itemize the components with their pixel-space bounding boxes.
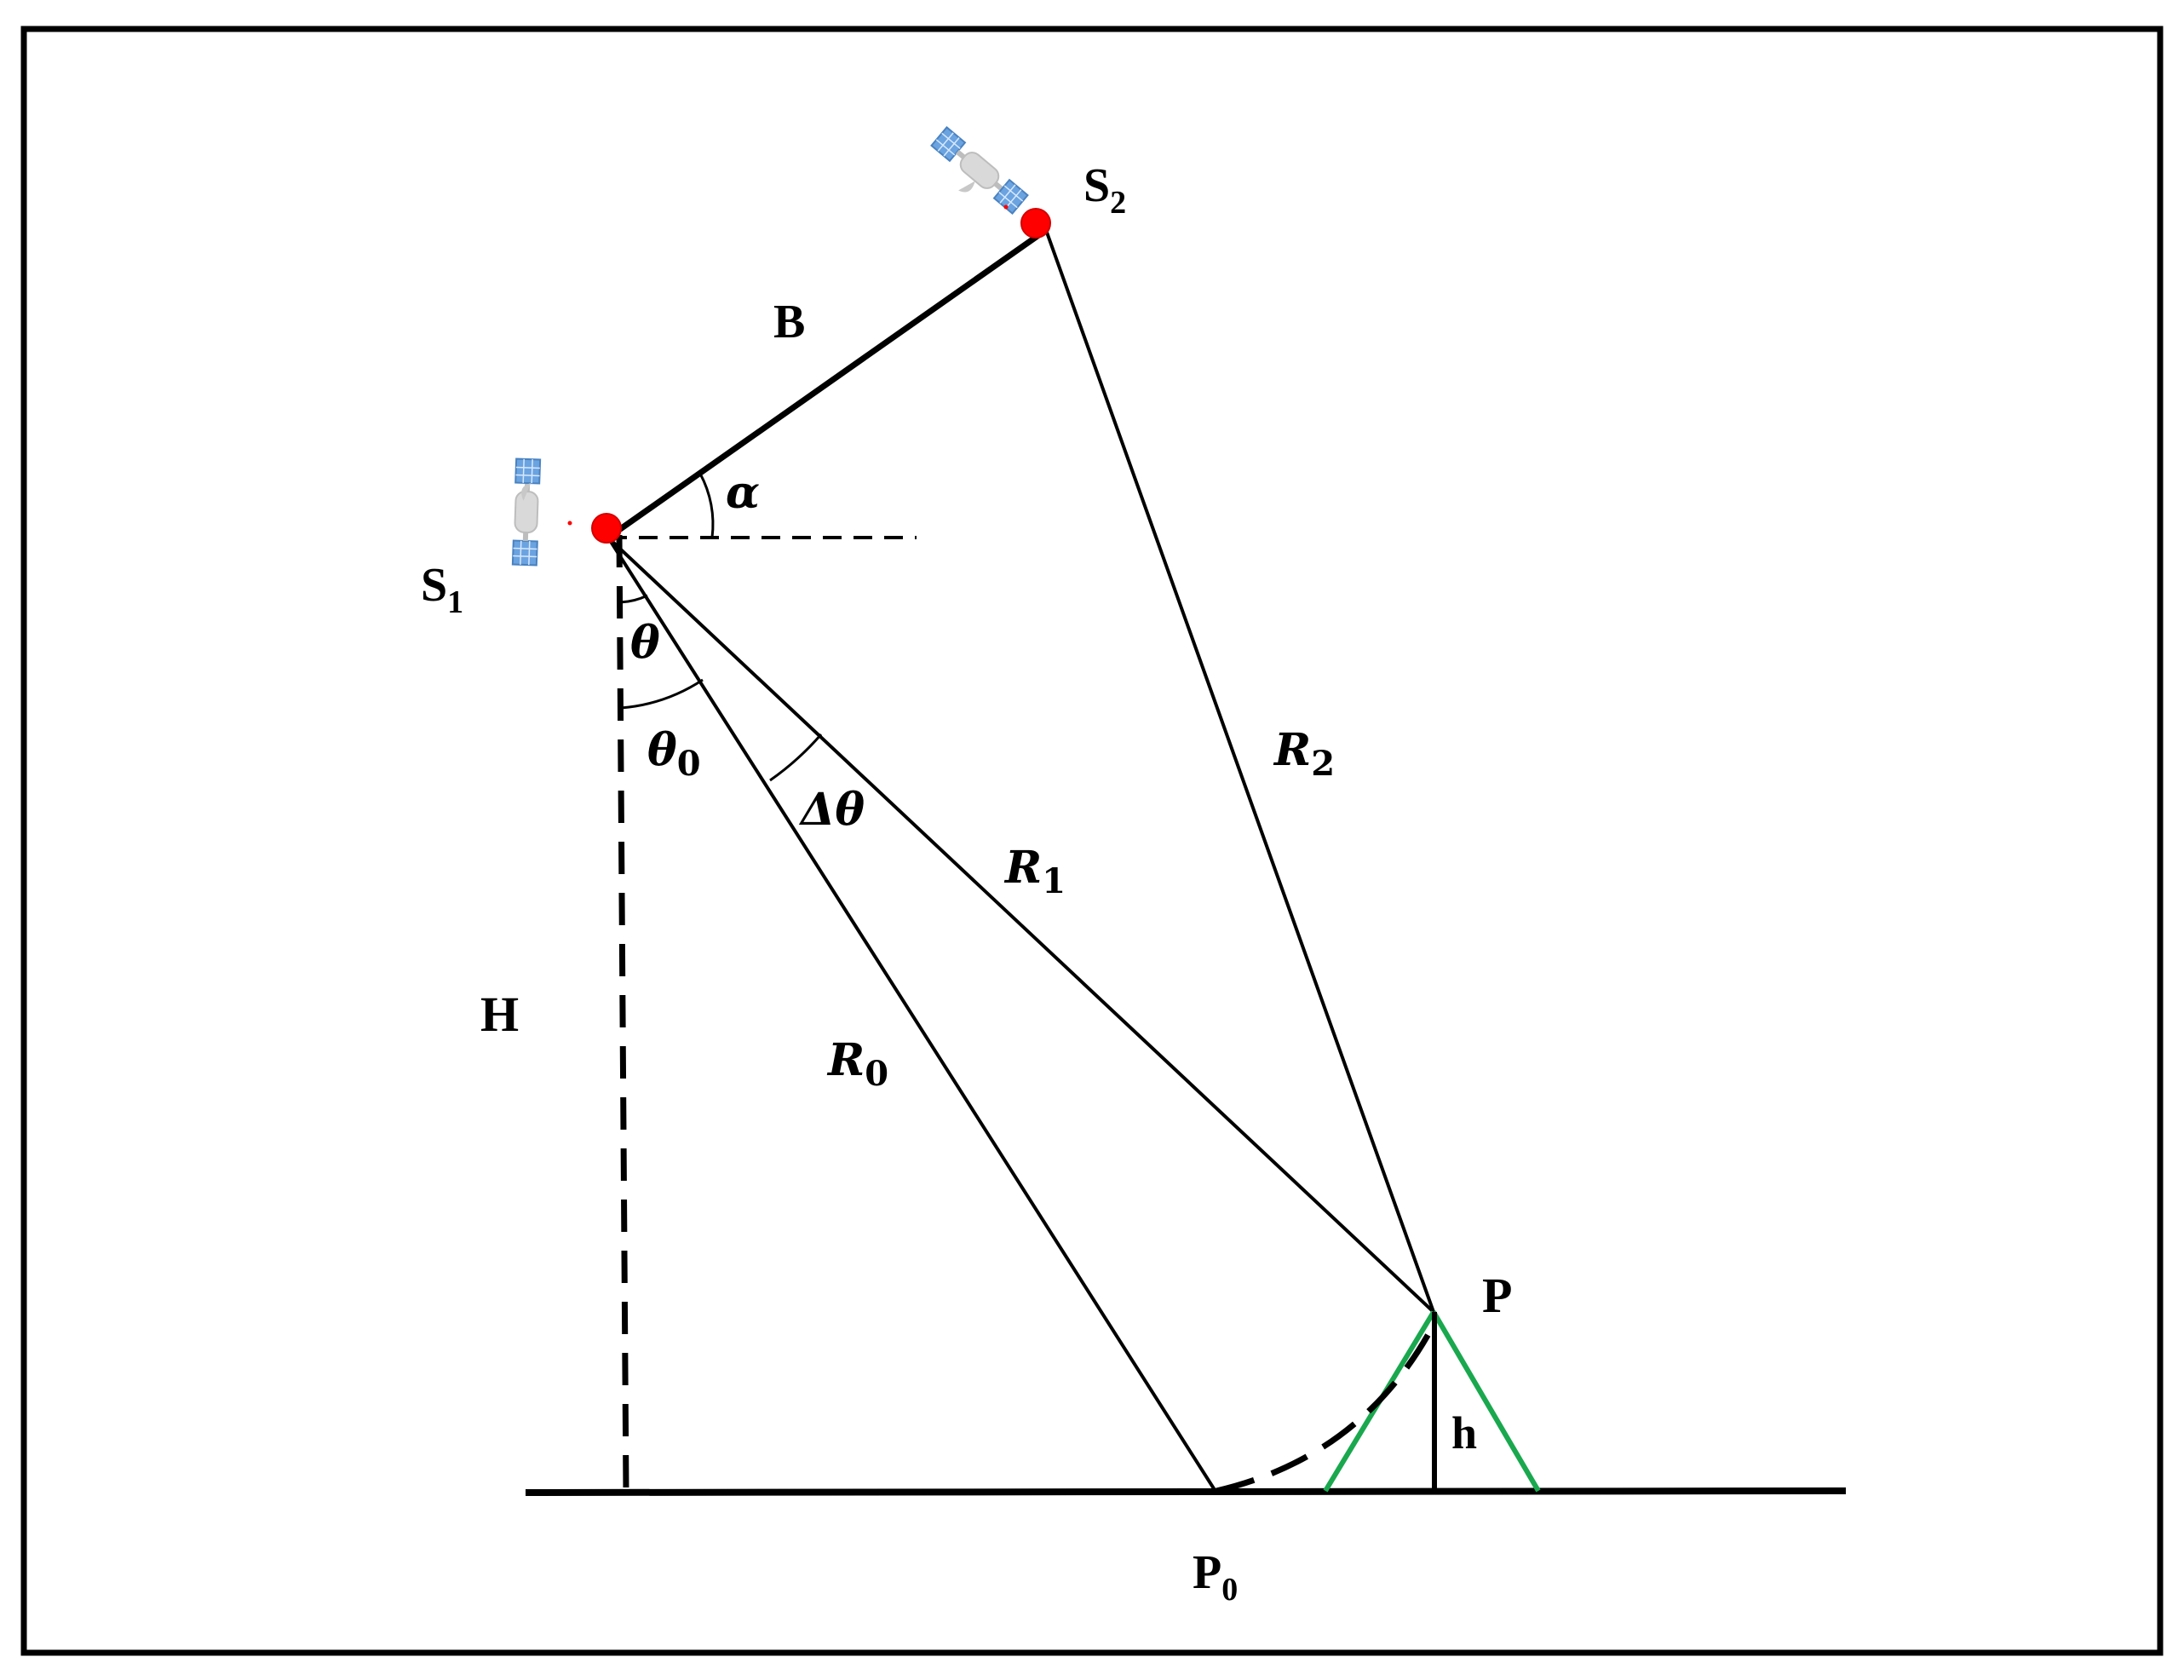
s1-point — [591, 513, 622, 544]
alpha-angle-arc — [698, 473, 715, 538]
s1-label: S1 — [421, 559, 463, 620]
s2-point — [1020, 208, 1051, 239]
satellite-icon — [930, 126, 1029, 215]
r1-line — [606, 536, 1435, 1314]
satellite-s2-signal-dot — [1003, 204, 1009, 210]
theta-label: θ — [630, 617, 660, 669]
baseline-label: B — [773, 296, 805, 348]
frame-border — [20, 26, 2164, 1656]
satellite-icon — [511, 457, 542, 567]
ground-line — [525, 1487, 1847, 1496]
target-label: P — [1482, 1268, 1512, 1323]
theta-angle-arc — [619, 594, 648, 604]
delta-theta-label: Δθ — [798, 784, 865, 836]
r0-line — [606, 536, 1218, 1494]
theta0-label: θ0 — [647, 724, 701, 784]
ground-point-label: P0 — [1193, 1546, 1238, 1608]
terrain-right-slope — [1431, 1310, 1541, 1493]
s2-label: S2 — [1083, 159, 1126, 221]
height-target-label: h — [1451, 1407, 1477, 1458]
delta-theta-angle-arc — [769, 734, 823, 782]
r2-label: R2 — [1273, 724, 1335, 784]
r0-label: R0 — [826, 1034, 888, 1094]
height-dashed-line — [616, 534, 629, 1493]
r2-line — [1044, 229, 1435, 1313]
alpha-label: α — [726, 467, 760, 519]
r1-label: R1 — [1003, 842, 1066, 901]
height-sat-label: H — [480, 987, 519, 1042]
baseline-line — [606, 227, 1049, 540]
satellite-s1-signal-dot — [567, 521, 572, 526]
theta0-angle-arc — [620, 678, 704, 710]
range-arc-dashed — [1216, 1323, 1437, 1494]
